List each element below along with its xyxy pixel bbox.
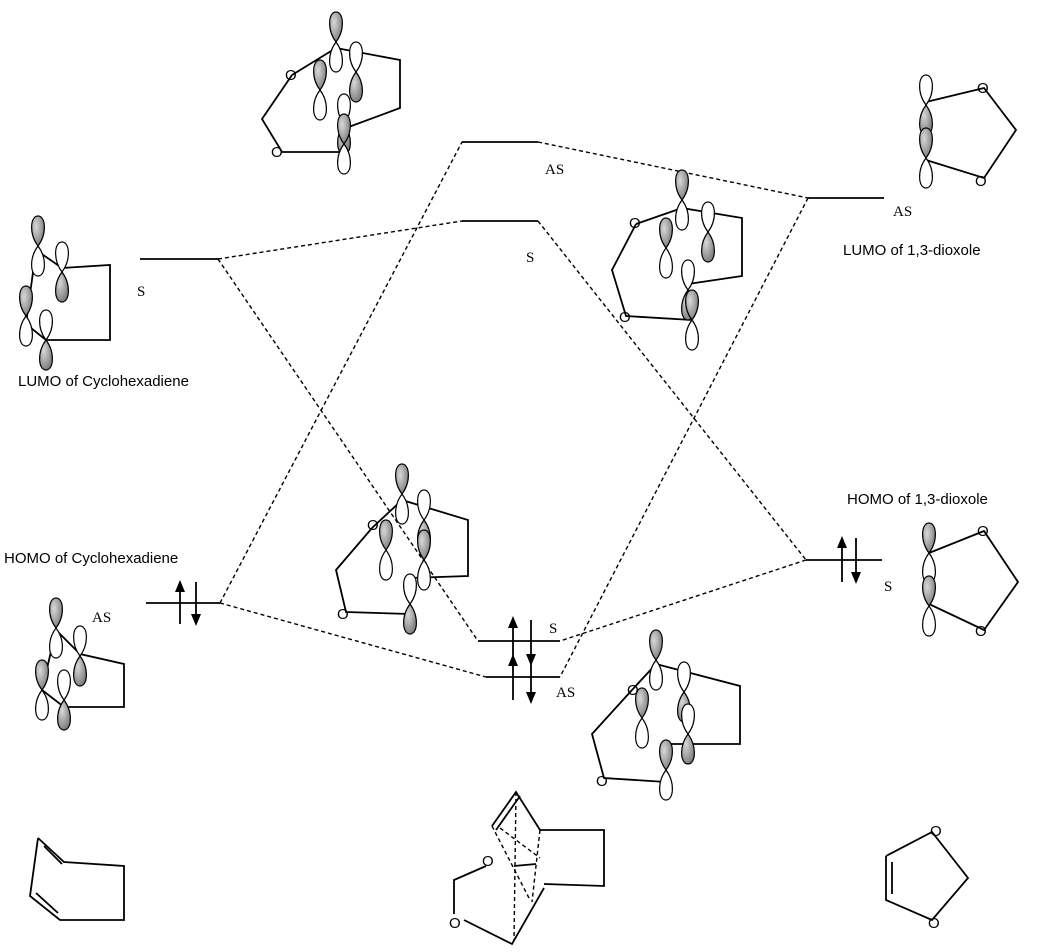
label-homo-cyclohexadiene: HOMO of Cyclohexadiene: [4, 550, 178, 567]
electron-pair-homo-cyclohexadiene: [175, 580, 201, 626]
sym-lumo-dioxole: AS: [893, 204, 912, 220]
dioxole-structure: O O: [885, 823, 970, 932]
svg-text:O: O: [930, 823, 942, 840]
homo-cyclohexadiene-orbital: [35, 597, 125, 731]
sym-homo-dioxole: S: [884, 579, 892, 595]
svg-text:O: O: [337, 606, 349, 623]
svg-text:O: O: [367, 517, 379, 534]
sym-lower-s: S: [549, 621, 557, 637]
sym-upper-s: S: [526, 250, 534, 266]
svg-text:O: O: [619, 309, 631, 326]
electron-pair-lower-as: [508, 654, 536, 704]
sym-homo-cyclohexadiene: AS: [92, 610, 111, 626]
homo-dioxole-orbital: O O: [922, 522, 1020, 640]
svg-text:O: O: [482, 853, 494, 870]
svg-text:O: O: [629, 215, 641, 232]
ts-orbital-upper-s: O O: [611, 169, 743, 351]
label-homo-dioxole: HOMO of 1,3-dioxole: [847, 491, 988, 508]
label-lumo-cyclohexadiene: LUMO of Cyclohexadiene: [18, 373, 189, 390]
sym-lumo-cyclohexadiene: S: [137, 284, 145, 300]
svg-text:O: O: [271, 144, 283, 161]
ts-orbital-lower-as: O O: [591, 629, 741, 801]
electron-pair-homo-dioxole: [837, 536, 861, 584]
svg-text:O: O: [596, 773, 608, 790]
label-lumo-dioxole: LUMO of 1,3-dioxole: [843, 242, 981, 259]
correlation-lines: [217, 141, 809, 678]
transition-state-structure: O O: [449, 790, 605, 946]
sym-upper-as: AS: [545, 162, 564, 178]
svg-text:O: O: [285, 67, 297, 84]
lumo-cyclohexadiene-orbital: [19, 215, 111, 371]
lumo-dioxole-orbital: O O: [919, 74, 1018, 190]
svg-text:O: O: [449, 915, 461, 932]
cyclohexadiene-structure: [29, 837, 125, 921]
ts-orbital-lower-s: O O: [335, 463, 469, 635]
svg-text:O: O: [975, 623, 987, 640]
svg-text:O: O: [977, 80, 989, 97]
svg-text:O: O: [627, 682, 639, 699]
svg-text:O: O: [975, 173, 987, 190]
sym-lower-as: AS: [556, 685, 575, 701]
svg-text:O: O: [928, 915, 940, 932]
svg-text:O: O: [977, 523, 989, 540]
ts-orbital-upper-as: O O: [260, 11, 401, 175]
